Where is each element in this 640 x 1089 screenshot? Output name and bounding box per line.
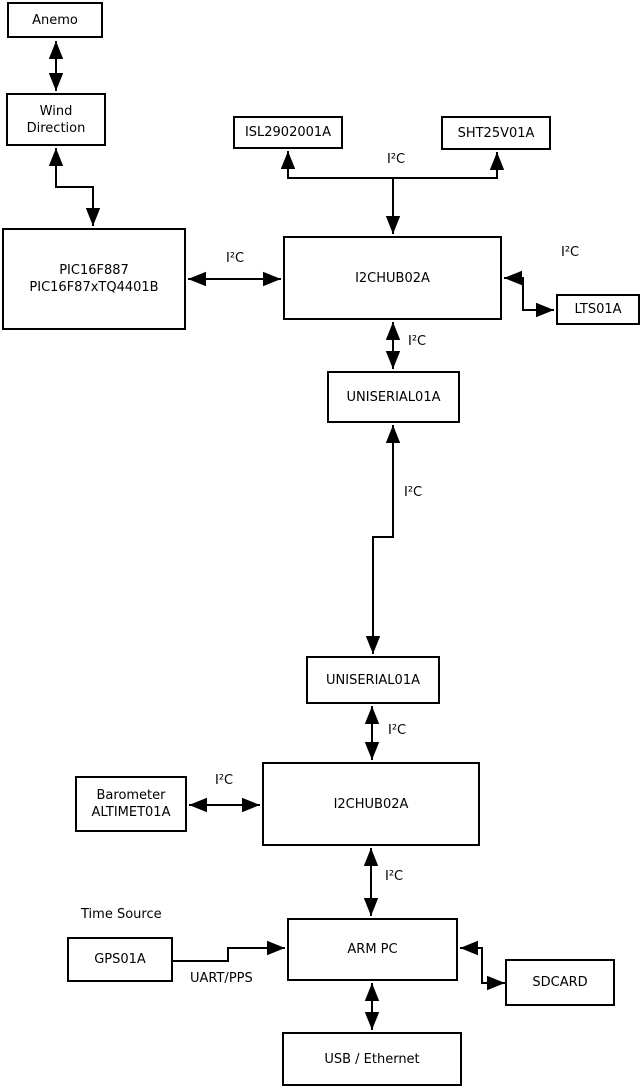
- node-lts01a: LTS01A: [556, 294, 640, 325]
- node-gps01a-label: GPS01A: [94, 952, 146, 967]
- node-wind-direction-line1: Wind: [39, 103, 73, 119]
- node-isl2902001a-label: ISL2902001A: [244, 125, 332, 140]
- node-pic16f887: PIC16F887 PIC16F87xTQ4401B: [2, 228, 186, 330]
- edge-label-time-source: Time Source: [81, 907, 162, 922]
- node-uniserial01a-1-label: UNISERIAL01A: [346, 389, 441, 405]
- edge-armpc-sdcard: [460, 940, 505, 991]
- node-uniserial01a-1: UNISERIAL01A: [327, 371, 460, 423]
- node-sht25v01a: SHT25V01A: [441, 116, 551, 150]
- edge-label-i2c-barometer-hub2: I²C: [215, 773, 234, 788]
- edge-wind-pic: [48, 148, 101, 226]
- node-sdcard-label: SDCARD: [532, 975, 588, 990]
- node-i2chub02a-2-label: I2CHUB02A: [333, 796, 409, 812]
- edge-label-i2c-pic-hub1: I²C: [226, 251, 245, 266]
- node-sht25v01a-label: SHT25V01A: [457, 125, 535, 141]
- node-pic16f887-line2: PIC16F87xTQ4401B: [29, 280, 159, 295]
- node-sdcard: SDCARD: [505, 959, 615, 1006]
- node-arm-pc: ARM PC: [287, 918, 458, 981]
- node-usb-ethernet: USB / Ethernet: [282, 1032, 462, 1086]
- node-wind-direction: Wind Direction: [6, 93, 106, 146]
- edge-hub1-lts: [504, 270, 554, 318]
- edge-label-i2c-hub1-lts: I²C: [561, 245, 580, 260]
- node-barometer-line2: ALTIMET01A: [91, 805, 171, 820]
- edge-gps-armpc: [173, 940, 285, 962]
- node-wind-direction-line2: Direction: [26, 120, 86, 136]
- node-barometer-altimet01a: Barometer ALTIMET01A: [75, 776, 187, 832]
- node-uniserial01a-2: UNISERIAL01A: [306, 656, 440, 704]
- node-barometer-line1: Barometer: [96, 788, 166, 803]
- node-usb-ethernet-label: USB / Ethernet: [324, 1051, 420, 1067]
- edge-label-i2c-hub1-uniserial1: I²C: [408, 334, 427, 349]
- node-anemo: Anemo: [7, 2, 103, 38]
- node-i2chub02a-2: I2CHUB02A: [262, 762, 480, 846]
- node-lts01a-label: LTS01A: [574, 302, 622, 317]
- node-anemo-label: Anemo: [32, 12, 78, 28]
- edge-uniserial1-uniserial2: [365, 425, 401, 654]
- edge-label-i2c-hub2-armpc: I²C: [385, 869, 404, 884]
- edge-label-i2c-uniserial1-uniserial2: I²C: [404, 485, 423, 500]
- edge-label-i2c-top-bus: I²C: [387, 152, 406, 167]
- edge-label-uart-pps: UART/PPS: [190, 971, 253, 986]
- node-gps01a: GPS01A: [67, 937, 173, 982]
- node-pic16f887-line1: PIC16F887: [59, 263, 129, 278]
- node-arm-pc-label: ARM PC: [347, 942, 398, 957]
- node-isl2902001a: ISL2902001A: [233, 116, 343, 149]
- node-uniserial01a-2-label: UNISERIAL01A: [326, 672, 420, 688]
- node-i2chub02a-1: I2CHUB02A: [283, 236, 502, 320]
- edge-label-i2c-uniserial2-hub2: I²C: [388, 723, 407, 738]
- node-i2chub02a-1-label: I2CHUB02A: [355, 270, 430, 286]
